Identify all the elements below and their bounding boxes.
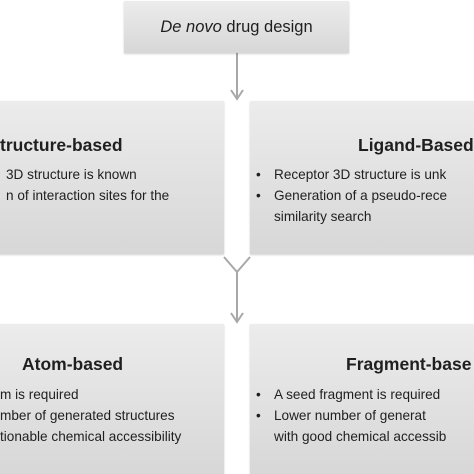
ligand-based-panel: Ligand-Based • Receptor 3D structure is u…: [250, 101, 474, 254]
bullet-item: • A seed fragment is required: [252, 384, 446, 405]
atom-based-bullets: •m is required •mber of generated struct…: [0, 384, 181, 447]
atom-based-panel: Atom-based •m is required •mber of gener…: [0, 324, 224, 474]
bullet-item: • Lower number of generat: [252, 405, 446, 426]
bullet-dot: •: [256, 408, 261, 423]
connector-bottom-arrowhead: [230, 312, 244, 324]
title-italic-part: De novo: [160, 17, 222, 36]
fragment-based-bullets: • A seed fragment is required • Lower numb…: [252, 384, 446, 447]
atom-based-title: Atom-based: [22, 354, 124, 374]
bullet-item: •tionable chemical accessibility: [0, 426, 181, 447]
bullet-text: with good chemical accessib: [274, 429, 447, 444]
bullet-text: A seed fragment is required: [274, 387, 441, 402]
bullet-continuation: with good chemical accessib: [252, 426, 446, 447]
bullet-dot: •: [256, 188, 261, 203]
bullet-text: n of interaction sites for the: [6, 188, 170, 203]
bullet-item: • Receptor 3D structure is unk: [252, 164, 447, 185]
bullet-item: •mber of generated structures: [0, 405, 181, 426]
title-rest-part: drug design: [226, 17, 313, 36]
ligand-based-bullets: • Receptor 3D structure is unk • Generatio…: [252, 164, 447, 227]
bullet-item: • Generation of a pseudo-rece: [252, 185, 447, 206]
bullet-dot: •: [256, 387, 261, 402]
bullet-text: tionable chemical accessibility: [0, 429, 182, 444]
fragment-based-title: Fragment-base: [346, 354, 472, 374]
de-novo-drug-design-box: De novo drug design: [124, 1, 349, 53]
bullet-text: m is required: [0, 387, 79, 402]
bullet-item: •m is required: [0, 384, 181, 405]
bullet-text: similarity search: [274, 209, 372, 224]
bullet-continuation: similarity search: [252, 206, 447, 227]
bullet-text: Receptor 3D structure is unk: [274, 167, 447, 182]
bullet-text: Generation of a pseudo-rece: [274, 188, 448, 203]
bullet-item: •n of interaction sites for the: [0, 185, 169, 206]
ligand-based-title: Ligand-Based: [358, 135, 474, 155]
bullet-dot: •: [256, 167, 261, 182]
bullet-text: mber of generated structures: [0, 408, 175, 423]
connector-middle-merge: [223, 256, 251, 274]
connector-top-arrowhead: [230, 89, 244, 101]
structure-based-panel: tructure-based •3D structure is known •n…: [0, 101, 224, 254]
fragment-based-panel: Fragment-base • A seed fragment is requir…: [250, 324, 474, 474]
bullet-text: Lower number of generat: [274, 408, 426, 423]
bullet-item: •3D structure is known: [0, 164, 169, 185]
structure-based-title: tructure-based: [0, 135, 123, 155]
bullet-text: 3D structure is known: [6, 167, 137, 182]
structure-based-bullets: •3D structure is known •n of interaction…: [0, 164, 169, 206]
